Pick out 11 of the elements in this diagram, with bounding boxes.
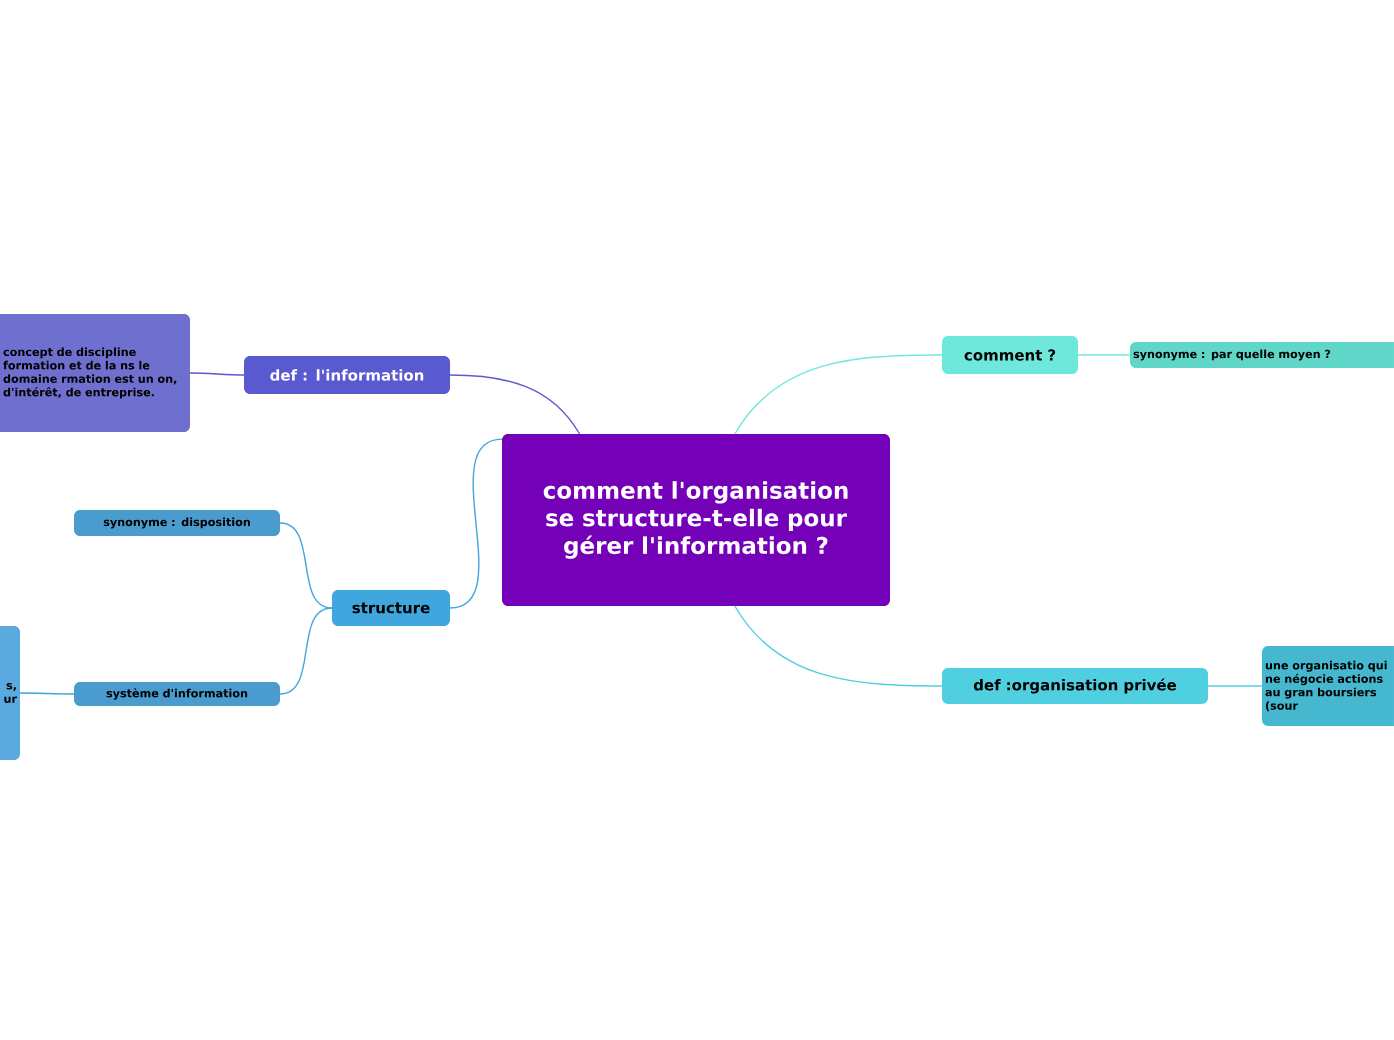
- connector-line: [1077, 354, 1131, 356]
- connector-line: [449, 438, 503, 609]
- connector-line: [1207, 685, 1263, 687]
- connector-line: [734, 605, 943, 687]
- connector-line: [279, 522, 333, 609]
- connector-line: [19, 692, 75, 695]
- connector-line: [449, 374, 581, 435]
- connector-line: [279, 607, 333, 695]
- connector-line: [734, 354, 943, 435]
- central-topic-box: comment l'organisation se structure-t-elle pour gérer l'information ?: [502, 434, 890, 606]
- connector-line: [189, 372, 245, 376]
